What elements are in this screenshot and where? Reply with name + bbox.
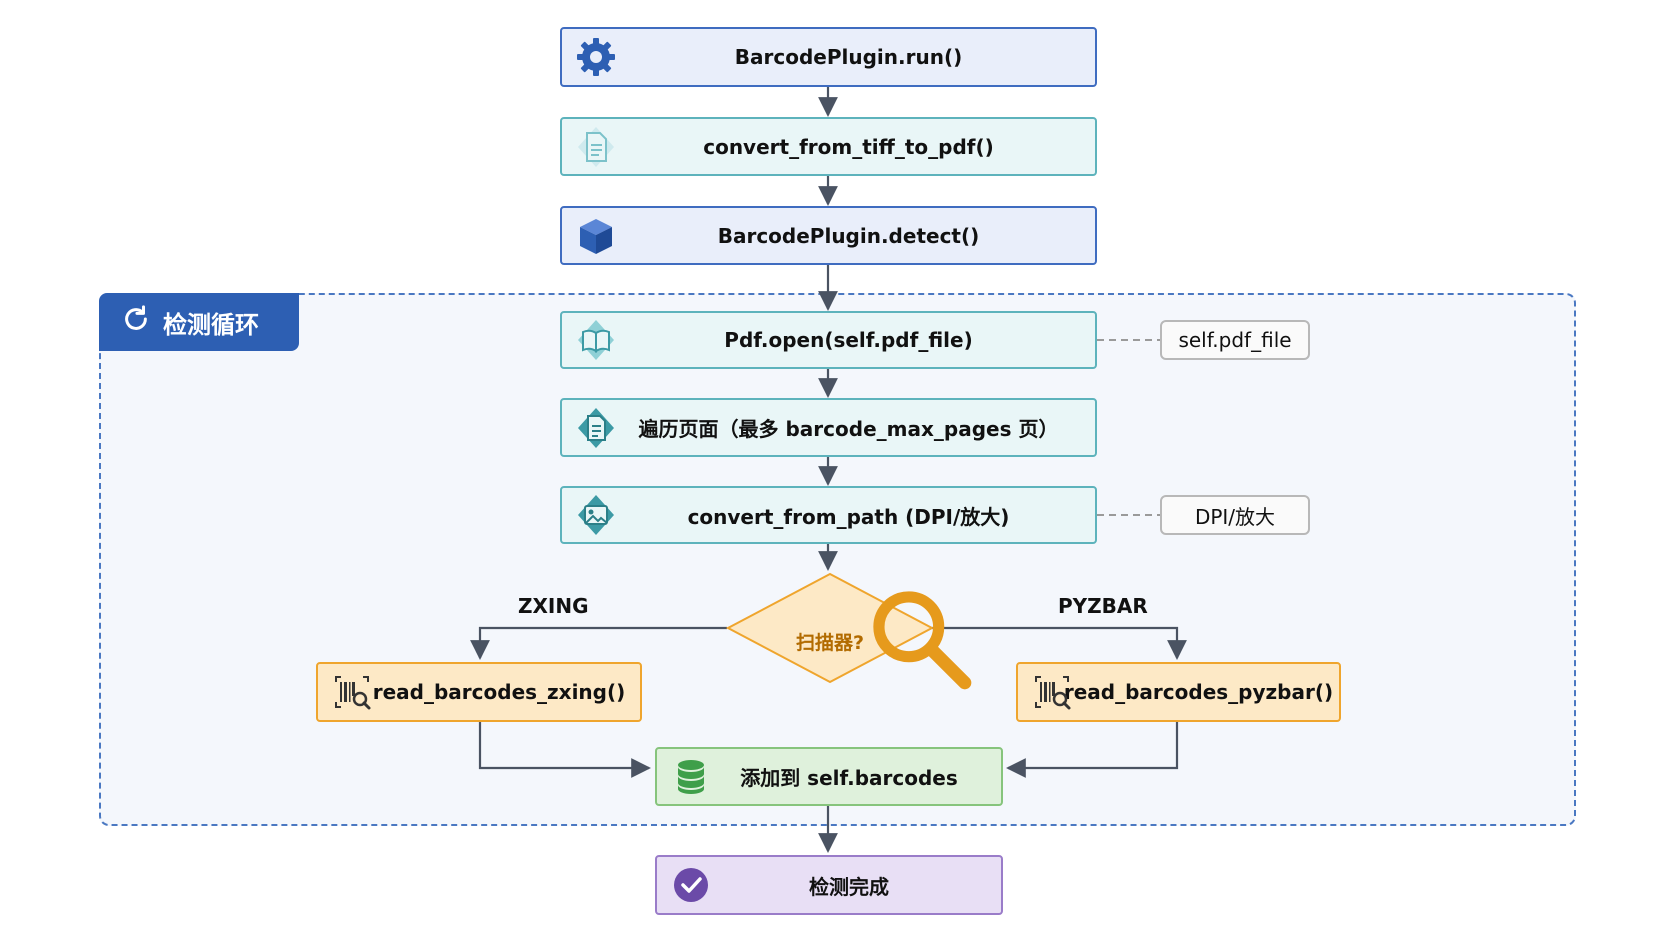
read-zxing-node: read_barcodes_zxing() — [316, 662, 642, 722]
branch-label-zxing: ZXING — [518, 594, 589, 618]
scanner-decision-label: 扫描器? — [795, 632, 865, 654]
gear-icon — [572, 33, 620, 81]
database-icon — [667, 753, 715, 801]
iterate-pages-node: 遍历页面（最多 barcode_max_pages 页） — [560, 398, 1097, 457]
magnifier-icon — [815, 582, 972, 690]
iterate-pages-label: 遍历页面（最多 barcode_max_pages 页） — [638, 417, 1059, 441]
dpi-annotation: DPI/放大 — [1160, 495, 1310, 535]
read-pyzbar-label: read_barcodes_pyzbar() — [1063, 680, 1334, 704]
detect-node: BarcodePlugin.detect() — [560, 206, 1097, 265]
run-node: BarcodePlugin.run() — [560, 27, 1097, 87]
pdf-file-annotation-text: self.pdf_file — [1178, 328, 1292, 352]
read-pyzbar-node: read_barcodes_pyzbar() — [1016, 662, 1341, 722]
refresh-icon — [121, 304, 151, 340]
branch-label-pyzbar: PYZBAR — [1058, 594, 1148, 618]
pdf-file-annotation: self.pdf_file — [1160, 320, 1310, 360]
cube-icon — [572, 212, 620, 260]
image-icon — [572, 491, 620, 539]
detection-done-node: 检测完成 — [655, 855, 1003, 915]
page-icon — [572, 404, 620, 452]
convert-path-node: convert_from_path (DPI/放大) — [560, 486, 1097, 544]
add-barcodes-node: 添加到 self.barcodes — [655, 747, 1003, 806]
pdf-open-label: Pdf.open(self.pdf_file) — [724, 328, 973, 352]
barcode-scan-icon — [328, 668, 376, 716]
dpi-annotation-text: DPI/放大 — [1194, 504, 1276, 529]
convert-tiff-node: convert_from_tiff_to_pdf() — [560, 117, 1097, 176]
detection-loop-title: 检测循环 — [163, 310, 259, 339]
run-label: BarcodePlugin.run() — [734, 45, 963, 69]
detect-label: BarcodePlugin.detect() — [717, 223, 980, 248]
detection-done-label: 检测完成 — [809, 874, 889, 899]
convert-tiff-label: convert_from_tiff_to_pdf() — [703, 134, 994, 159]
barcode-scan-icon — [1028, 668, 1076, 716]
scanner-decision: 扫描器? — [725, 572, 972, 690]
document-icon — [572, 123, 620, 171]
read-zxing-label: read_barcodes_zxing() — [372, 680, 626, 704]
book-icon — [572, 316, 620, 364]
detection-loop-tag: 检测循环 — [99, 293, 299, 351]
pdf-open-node: Pdf.open(self.pdf_file) — [560, 311, 1097, 369]
convert-path-label: convert_from_path (DPI/放大) — [687, 504, 1010, 529]
add-barcodes-label: 添加到 self.barcodes — [740, 766, 958, 790]
check-circle-icon — [667, 861, 715, 909]
